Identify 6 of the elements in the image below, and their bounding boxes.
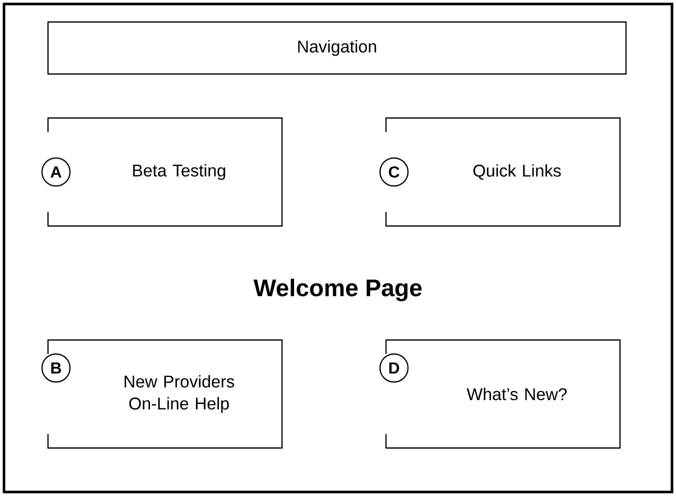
letter-badge: C: [379, 157, 409, 187]
letter-badge: D: [379, 353, 409, 383]
page-title: Welcome Page: [254, 278, 422, 302]
letter-badge: B: [41, 353, 71, 383]
letter-badge: A: [41, 157, 71, 187]
navigation-bar: Navigation: [47, 21, 627, 75]
